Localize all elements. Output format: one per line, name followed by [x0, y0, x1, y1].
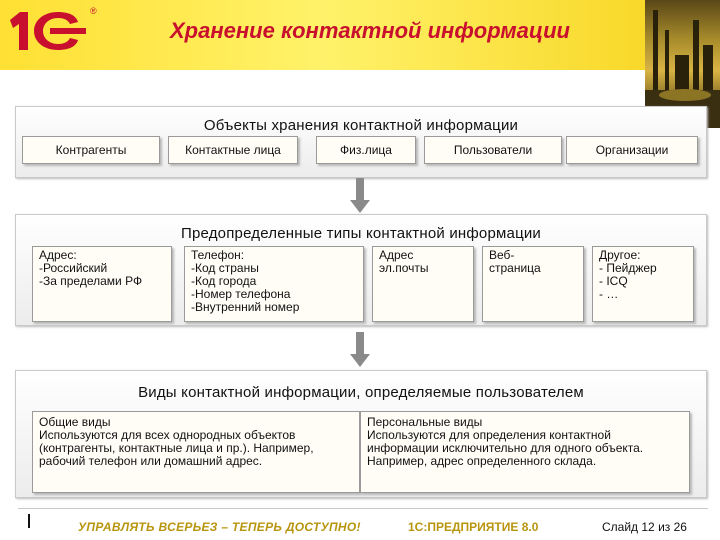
down-arrow-icon	[348, 332, 372, 368]
footer-product: 1С:ПРЕДПРИЯТИЕ 8.0	[408, 520, 538, 534]
object-counterparties: Контрагенты	[22, 136, 160, 164]
type-phone: Телефон: -Код страны -Код города -Номер …	[184, 246, 364, 322]
footer: УПРАВЛЯТЬ ВСЕРЬЕЗ – ТЕПЕРЬ ДОСТУПНО! 1С:…	[0, 508, 720, 540]
slide-number: Слайд 12 из 26	[602, 520, 687, 534]
header-bar: ® Хранение контактной информации	[0, 0, 720, 70]
type-web-page: Веб- страница	[482, 246, 584, 322]
general-kinds-box: Общие виды Используются для всех однород…	[32, 411, 360, 493]
type-address: Адрес: -Российский -За пределами РФ	[32, 246, 172, 322]
user-defined-kinds-section: Виды контактной информации, определяемые…	[15, 370, 707, 498]
general-kinds-text: Используются для всех однородных объекто…	[39, 429, 353, 468]
object-individuals: Физ.лица	[316, 136, 416, 164]
section-title: Предопределенные типы контактной информа…	[16, 225, 706, 242]
down-arrow-icon	[348, 178, 372, 214]
footer-marker	[28, 514, 30, 528]
footer-divider	[18, 508, 708, 509]
personal-kinds-box: Персональные виды Используются для опред…	[360, 411, 690, 493]
registered-mark: ®	[90, 6, 97, 16]
object-users: Пользователи	[424, 136, 562, 164]
personal-kinds-text: Используются для определения контактной …	[367, 429, 683, 468]
slide-title: Хранение контактной информации	[150, 18, 590, 44]
1c-logo: ®	[6, 8, 96, 56]
footer-slogan: УПРАВЛЯТЬ ВСЕРЬЕЗ – ТЕПЕРЬ ДОСТУПНО!	[78, 520, 361, 534]
object-organizations: Организации	[566, 136, 698, 164]
section-title: Объекты хранения контактной информации	[16, 117, 706, 134]
type-other: Другое: - Пейджер - ICQ - …	[592, 246, 694, 322]
section-title: Виды контактной информации, определяемые…	[16, 384, 706, 401]
type-email: Адрес эл.почты	[372, 246, 474, 322]
storage-objects-section: Объекты хранения контактной информации К…	[15, 106, 707, 178]
predefined-types-section: Предопределенные типы контактной информа…	[15, 214, 707, 326]
object-contact-persons: Контактные лица	[168, 136, 298, 164]
